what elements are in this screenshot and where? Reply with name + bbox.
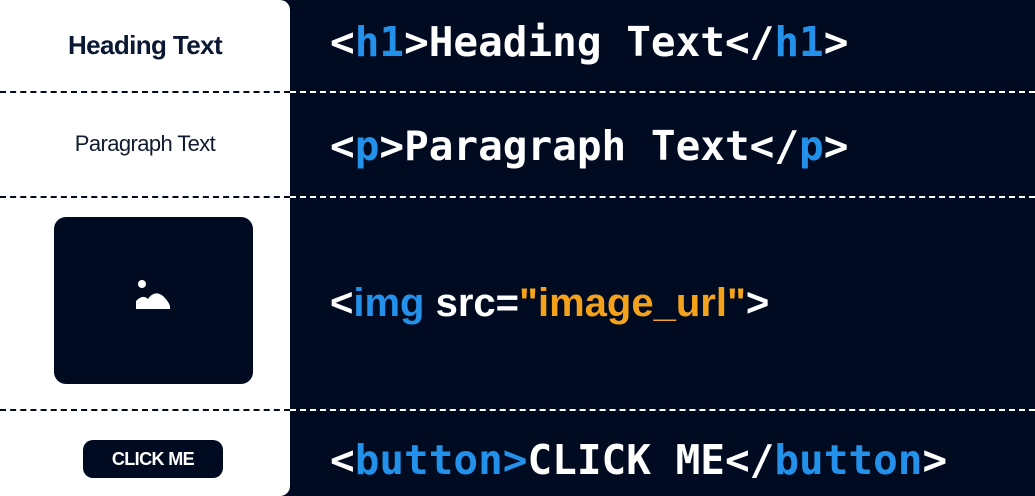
code-img-tag: img [353, 281, 425, 325]
code-h1: <h1>Heading Text</h1> [330, 22, 848, 63]
code-p-end: > [823, 122, 849, 170]
click-me-button[interactable]: CLICK ME [83, 440, 223, 478]
divider-1-right [290, 91, 1035, 93]
code-button-end: > [922, 436, 948, 484]
code-img-end: > [745, 281, 770, 325]
code-h1-close-open: > [404, 18, 429, 66]
code-img-attr: src= [424, 281, 520, 325]
code-p-tag: p [354, 122, 380, 170]
preview-image-placeholder [54, 217, 253, 384]
code-h1-open: < [330, 18, 355, 66]
code-img: <img src="image_url"> [330, 283, 769, 323]
code-h1-close-tag: h1 [774, 18, 824, 66]
image-icon [136, 280, 170, 309]
code-button: <button>CLICK ME</button> [330, 440, 947, 481]
divider-3-left [0, 409, 290, 411]
code-button-tag: button> [354, 436, 528, 484]
code-button-open: < [330, 436, 355, 484]
code-img-open: < [330, 281, 354, 325]
code-h1-text: Heading Text [428, 18, 725, 66]
preview-paragraph: Paragraph Text [74, 131, 216, 156]
divider-1-left [0, 91, 290, 93]
code-p-text: Paragraph Text [404, 122, 750, 170]
code-h1-tag: h1 [354, 18, 405, 66]
preview-heading: Heading Text [67, 29, 223, 60]
code-p-open: < [330, 122, 355, 170]
code-img-value: "image_url" [519, 281, 746, 325]
code-h1-end: > [823, 18, 849, 66]
code-p-close-tag: p [799, 122, 824, 170]
code-p: <p>Paragraph Text</p> [330, 126, 848, 167]
code-h1-close-bracket: </ [724, 18, 775, 66]
code-button-close-bracket: </ [724, 436, 775, 484]
code-p-close-open: > [379, 122, 405, 170]
code-p-close-bracket: </ [749, 122, 800, 170]
divider-2-left [0, 196, 290, 198]
divider-2-right [290, 196, 1035, 198]
code-button-text: CLICK ME [527, 436, 725, 484]
code-button-close-tag: button [774, 436, 923, 484]
divider-3-right [290, 409, 1035, 411]
